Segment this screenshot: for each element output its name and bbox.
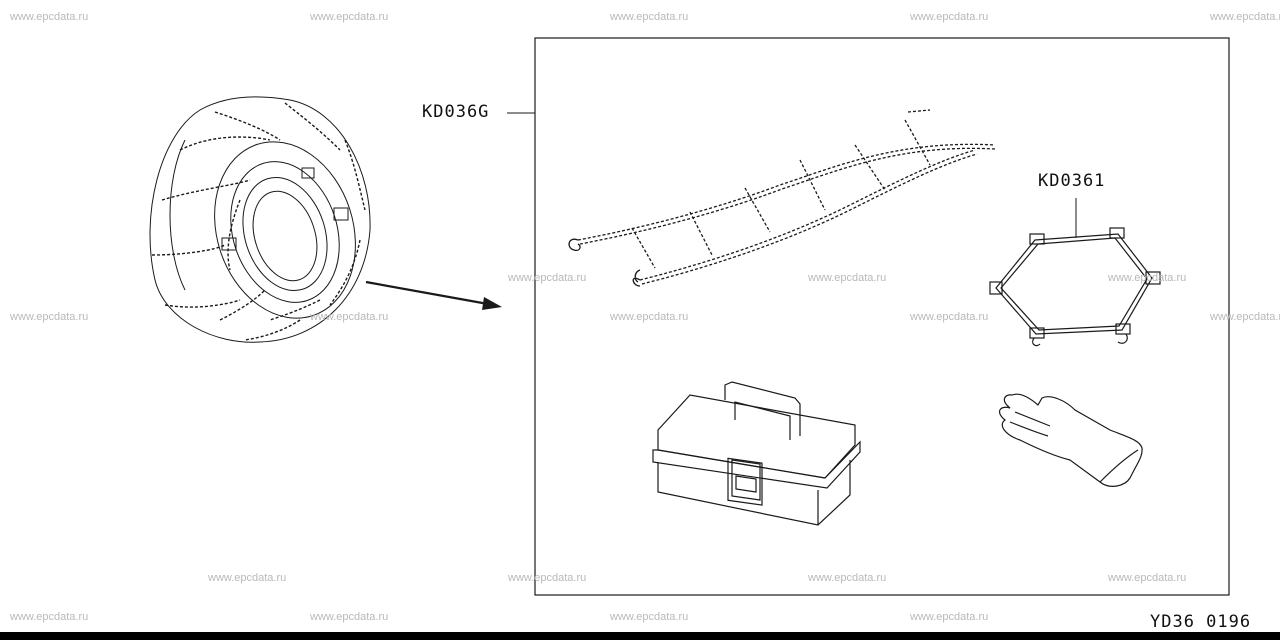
- tensioner-ring-illustration: [989, 227, 1161, 347]
- watermark: www.epcdata.ru: [910, 11, 989, 23]
- watermark: www.epcdata.ru: [10, 611, 89, 623]
- watermark: www.epcdata.ru: [808, 572, 887, 584]
- watermark: www.epcdata.ru: [910, 311, 989, 323]
- watermark: www.epcdata.ru: [10, 11, 89, 23]
- watermark: www.epcdata.ru: [808, 272, 887, 284]
- watermark: www.epcdata.ru: [10, 311, 89, 323]
- parts-frame: [534, 37, 1230, 596]
- callout-tensioner: KD0361: [1038, 171, 1106, 191]
- watermark: www.epcdata.ru: [1210, 11, 1280, 23]
- bottom-border-bar: [0, 632, 1280, 640]
- tool-box-illustration: [652, 381, 861, 526]
- ladder-chain-illustration: [568, 109, 996, 287]
- arrow-to-parts: [365, 280, 502, 310]
- tire-with-chain-illustration: [149, 96, 371, 343]
- watermark: www.epcdata.ru: [1108, 272, 1187, 284]
- watermark: www.epcdata.ru: [910, 611, 989, 623]
- watermark: www.epcdata.ru: [208, 572, 287, 584]
- watermark: www.epcdata.ru: [508, 272, 587, 284]
- watermark: www.epcdata.ru: [310, 11, 389, 23]
- callout-chain-kit: KD036G: [422, 102, 490, 122]
- watermark: www.epcdata.ru: [310, 311, 389, 323]
- glove-illustration: [998, 393, 1143, 487]
- watermark: www.epcdata.ru: [1210, 311, 1280, 323]
- watermark: www.epcdata.ru: [610, 11, 689, 23]
- watermark: www.epcdata.ru: [1108, 572, 1187, 584]
- diagram-code: YD36 0196: [1150, 612, 1252, 632]
- watermark: www.epcdata.ru: [610, 311, 689, 323]
- watermark: www.epcdata.ru: [610, 611, 689, 623]
- watermark: www.epcdata.ru: [508, 572, 587, 584]
- watermark: www.epcdata.ru: [310, 611, 389, 623]
